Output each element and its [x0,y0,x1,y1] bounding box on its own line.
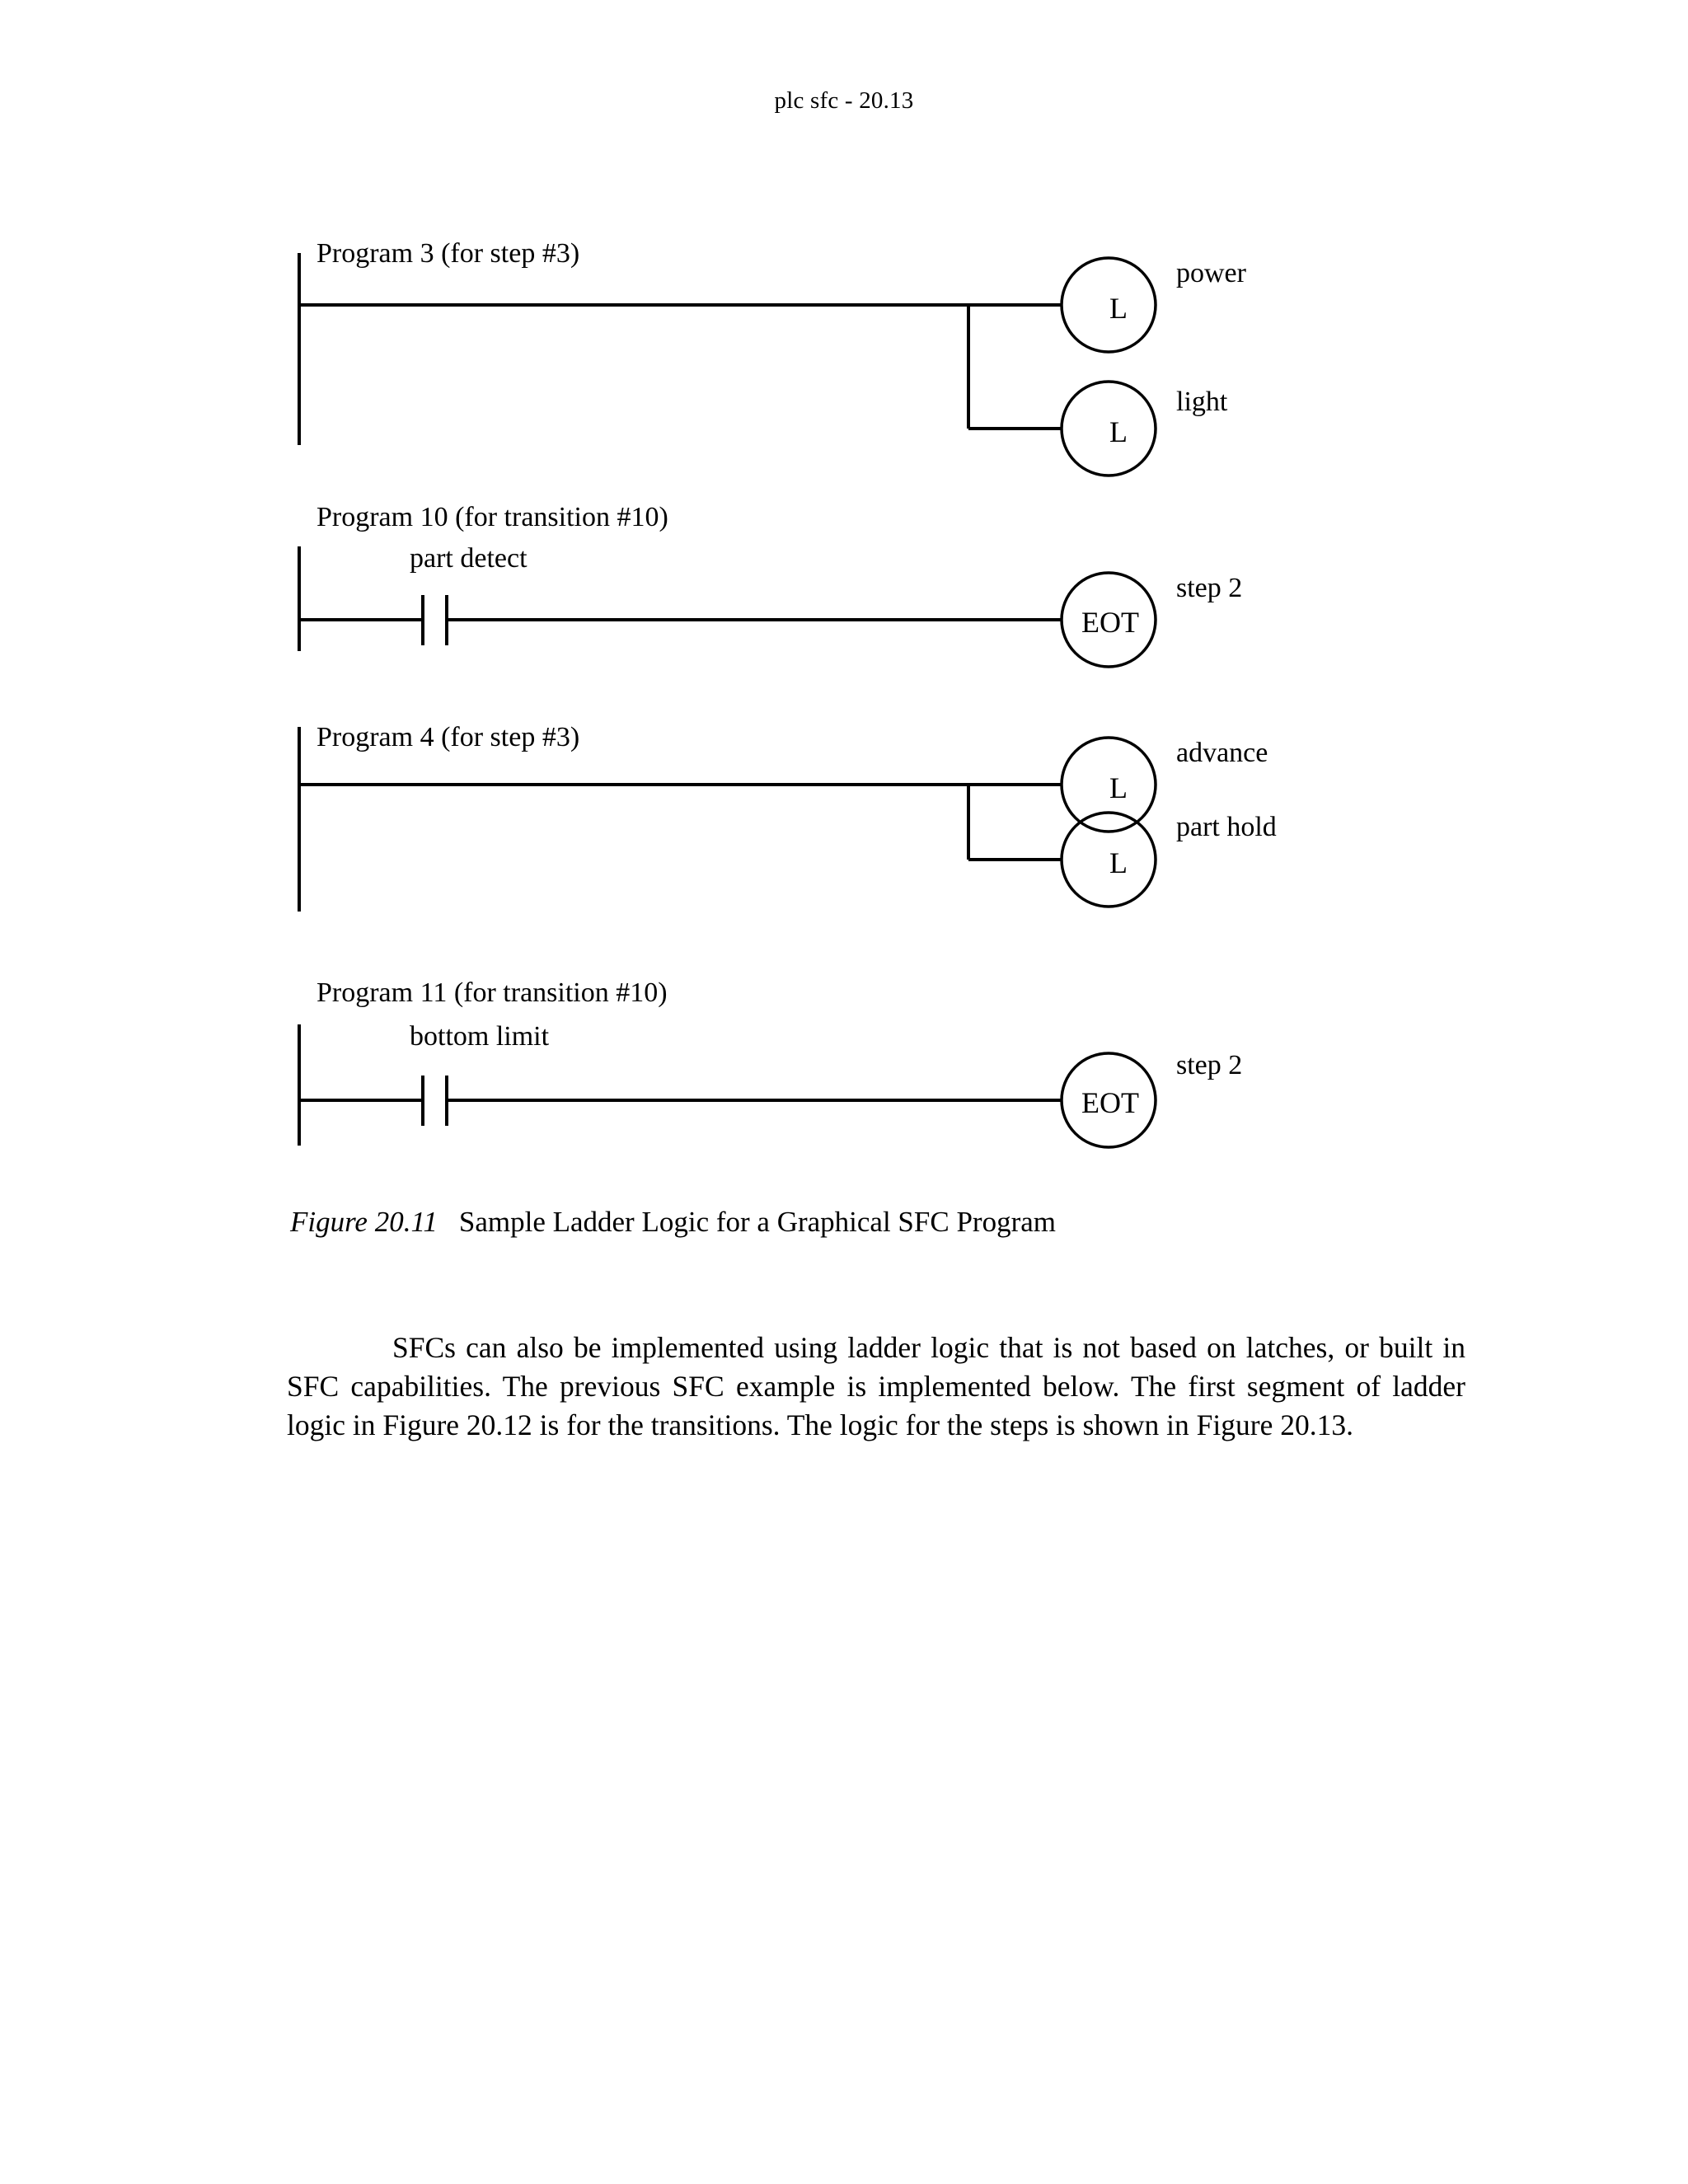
rung-title-program-10: Program 10 (for transition #10) [316,502,668,532]
figure-caption-number: Figure 20.11 [290,1206,438,1238]
coil-circle [1060,256,1157,354]
figure-20-11: Program 3 (for step #3) L power [0,198,1688,1187]
output-coil-power: L power [1060,256,1247,354]
running-header: plc sfc - 20.13 [774,87,914,114]
coil-label: light [1176,387,1228,417]
contact-label-part-detect: part detect [410,543,528,574]
coil-circle [1060,571,1157,668]
coil-circle [1060,736,1157,833]
coil-label: step 2 [1176,1050,1242,1080]
coil-symbol: EOT [1081,606,1139,639]
ladder-logic-diagram: Program 3 (for step #3) L power [298,238,1277,1149]
coil-symbol: L [1109,771,1128,804]
rung-title-program-3: Program 3 (for step #3) [316,238,579,269]
rung-program-3: Program 3 (for step #3) L power [298,238,1247,477]
coil-label: power [1176,258,1247,288]
rung-program-4: Program 4 (for step #3) L advance [298,722,1277,912]
coil-circle [1060,1052,1157,1149]
coil-symbol: EOT [1081,1086,1139,1119]
coil-symbol: L [1109,292,1128,325]
output-coil-part-hold: L part hold [1060,811,1277,908]
output-coil-light: L light [1060,380,1228,477]
body-paragraph: SFCs can also be implemented using ladde… [287,1330,1465,1441]
coil-symbol: L [1109,846,1128,879]
rung-program-11: Program 11 (for transition #10) bottom l… [298,977,1242,1149]
rung-title-program-11: Program 11 (for transition #10) [316,977,668,1008]
rung-program-10: Program 10 (for transition #10) part det… [298,502,1242,668]
output-coil-advance: L advance [1060,736,1268,833]
figure-caption-text: Sample Ladder Logic for a Graphical SFC … [458,1206,1056,1238]
coil-label: step 2 [1176,573,1242,603]
coil-symbol: L [1109,415,1128,448]
coil-label: part hold [1176,812,1277,842]
contact-label-bottom-limit: bottom limit [410,1021,550,1052]
normally-open-contact-icon [421,595,448,645]
coil-circle [1060,380,1157,477]
rung-title-program-4: Program 4 (for step #3) [316,722,579,752]
coil-circle [1060,811,1157,908]
output-coil-eot-step-2: EOT step 2 [1060,1050,1242,1149]
normally-open-contact-icon [421,1076,448,1126]
figure-caption: Figure 20.11 Sample Ladder Logic for a Gr… [290,1206,1444,1239]
coil-label: advance [1176,738,1268,768]
output-coil-eot-step-2: EOT step 2 [1060,571,1242,668]
